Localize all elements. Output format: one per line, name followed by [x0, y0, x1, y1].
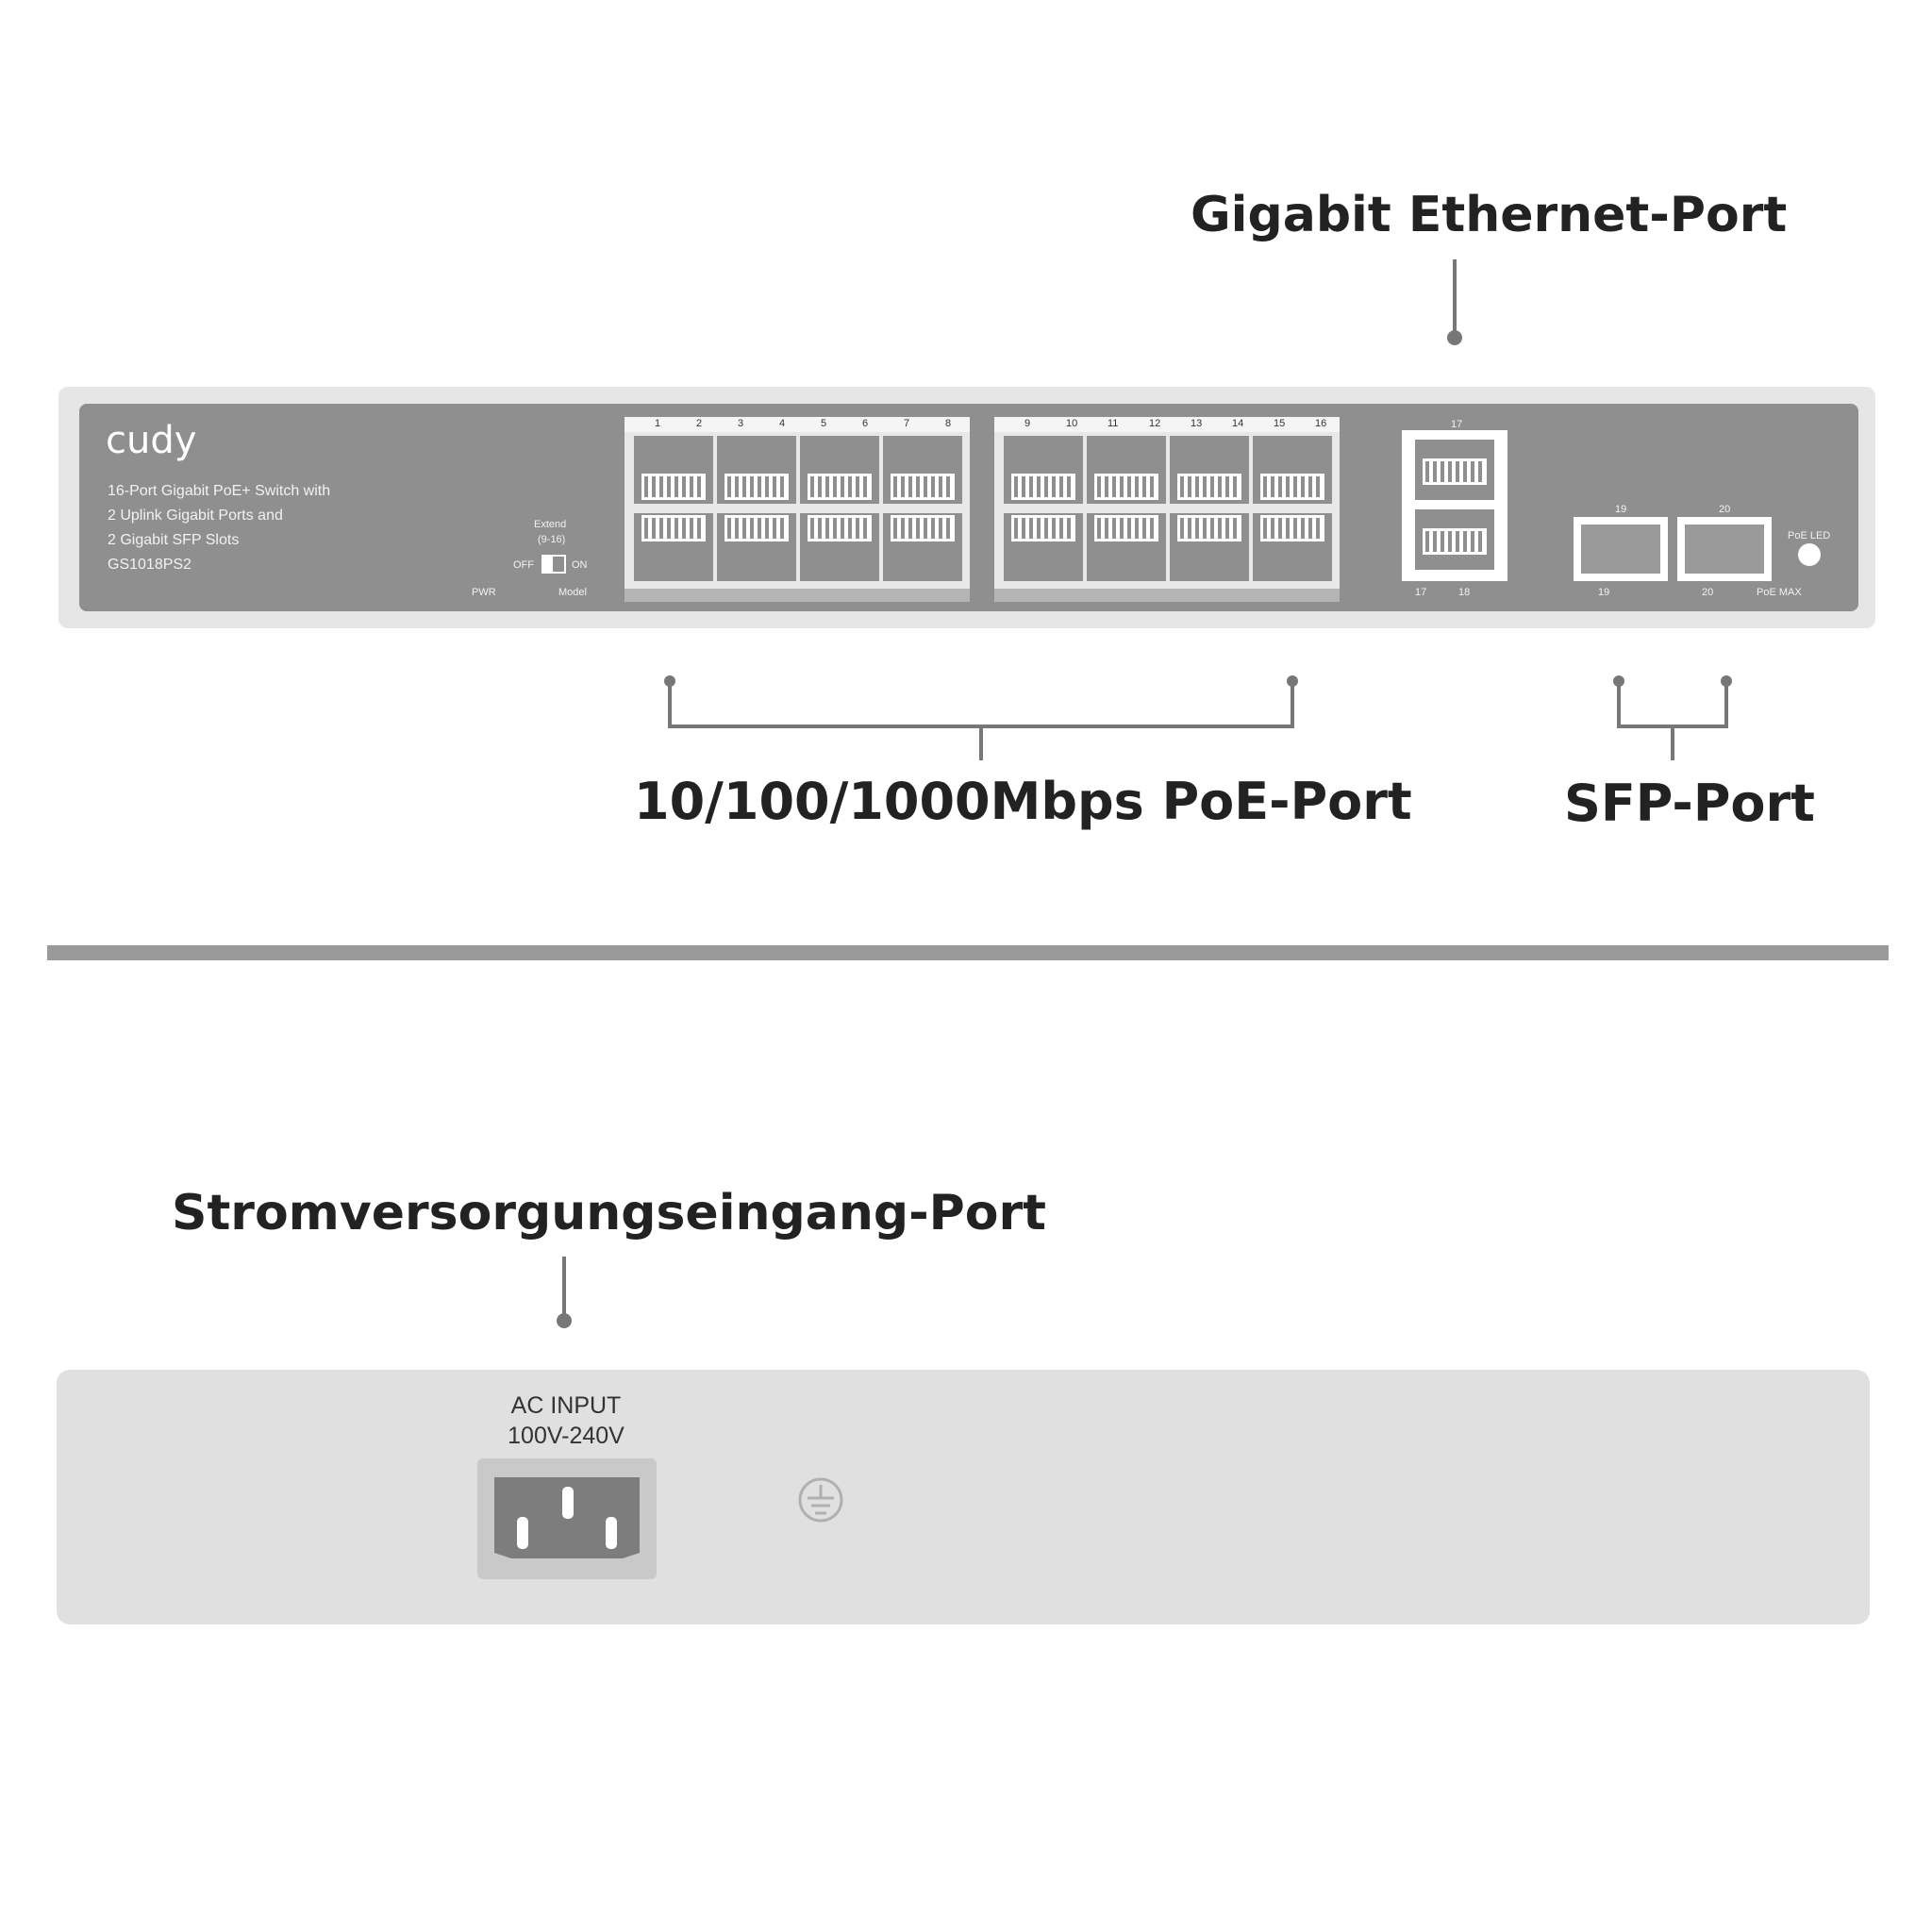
poe-port-number-label: 1 [655, 418, 661, 429]
rear-panel [57, 1370, 1870, 1624]
iec-c14-connector-icon [477, 1458, 657, 1579]
poe-port-number-label: 2 [696, 418, 703, 429]
port-20-label: 20 [1719, 504, 1731, 515]
switch-off-label: OFF [513, 559, 534, 571]
extend-label: Extend [534, 519, 567, 530]
poe-port-block-9-16 [994, 417, 1340, 602]
port-19-led-label: 19 [1598, 587, 1610, 598]
poe-port-number-label: 7 [904, 418, 910, 429]
poe-leader-bracket [668, 681, 1294, 760]
ac-input-line2: 100V-240V [508, 1423, 625, 1449]
mode-label: Model [558, 587, 587, 598]
poe-port-number-label: 12 [1149, 418, 1161, 429]
port-20-led-label: 20 [1702, 587, 1714, 598]
ac-input-line1: AC INPUT [510, 1392, 622, 1419]
product-description: 16-Port Gigabit PoE+ Switch with 2 Uplin… [108, 479, 330, 577]
poe-port-block-1-8 [625, 417, 970, 602]
section-divider [47, 945, 1889, 960]
rj45-port-pair [1253, 436, 1332, 581]
gigabit-leader-line [1447, 259, 1462, 345]
rj45-port-pair [800, 436, 879, 581]
rj45-port-pair [1087, 436, 1166, 581]
poe-port-number-label: 6 [862, 418, 869, 429]
extend-sub-label: (9-16) [538, 534, 566, 545]
gigabit-uplink-ports [1402, 430, 1507, 581]
pwr-label: PWR [472, 587, 496, 598]
sfp-slots [1574, 517, 1772, 581]
description-line: 2 Uplink Gigabit Ports and [108, 508, 283, 524]
brand-logo: cudy [106, 419, 197, 462]
ac-input-label: AC INPUT 100V-240V [462, 1391, 670, 1451]
poe-port-number-label: 10 [1066, 418, 1078, 429]
rj45-port-pair [717, 436, 796, 581]
power-input-callout: Stromversorgungseingang-Port [172, 1185, 1047, 1241]
poe-led [1798, 543, 1821, 566]
model-number: GS1018PS2 [108, 557, 192, 573]
poe-port-number-label: 13 [1191, 418, 1203, 429]
rj45-port-pair [1004, 436, 1083, 581]
poe-port-number-label: 5 [821, 418, 827, 429]
port-17-label: 17 [1451, 419, 1463, 430]
poe-port-number-label: 9 [1024, 418, 1031, 429]
rj45-port-pair [634, 436, 713, 581]
poe-port-number-label: 8 [945, 418, 952, 429]
poe-port-number-label: 3 [738, 418, 744, 429]
poe-port-number-label: 16 [1315, 418, 1327, 429]
power-leader-line [557, 1257, 572, 1328]
poe-port-number-label: 15 [1274, 418, 1286, 429]
port-17-led-label: 17 [1415, 587, 1427, 598]
poe-led-label: PoE LED [1788, 530, 1831, 541]
poe-port-callout: 10/100/1000Mbps PoE-Port [634, 772, 1412, 831]
rj45-port-pair [1170, 436, 1249, 581]
ground-symbol-icon [798, 1477, 843, 1523]
poe-port-number-label: 11 [1108, 418, 1119, 429]
poe-port-number-label: 14 [1232, 418, 1244, 429]
switch-on-label: ON [572, 559, 588, 571]
description-line: 16-Port Gigabit PoE+ Switch with [108, 483, 331, 499]
poe-max-label: PoE MAX [1757, 587, 1802, 598]
poe-port-number-label: 4 [779, 418, 786, 429]
port-19-label: 19 [1615, 504, 1627, 515]
sfp-leader-bracket [1617, 681, 1728, 760]
port-18-led-label: 18 [1458, 587, 1471, 598]
gigabit-ethernet-callout: Gigabit Ethernet-Port [1191, 187, 1788, 243]
sfp-port-callout: SFP-Port [1564, 774, 1815, 833]
rj45-port-pair [883, 436, 962, 581]
description-line: 2 Gigabit SFP Slots [108, 532, 240, 548]
